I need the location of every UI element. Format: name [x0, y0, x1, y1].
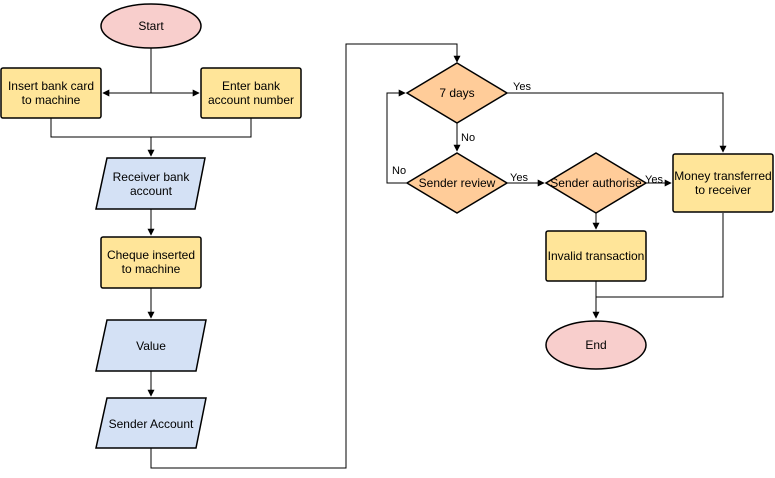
sender-account-io-shape: [95, 397, 207, 449]
end-terminal-shape: [545, 320, 647, 370]
cheque-label-line-2: to machine: [122, 262, 181, 276]
money-transferred-label-line-2: to receiver: [695, 183, 751, 197]
end-label: End: [585, 338, 606, 352]
seven-days-label: 7 days: [439, 86, 474, 100]
edge-insert-card-merge: [50, 118, 252, 138]
nodes: Start Insert bank card to machine Enter …: [0, 3, 774, 449]
cheque-process-shape: [100, 236, 202, 289]
enter-account-label-line-1: Enter bank: [222, 79, 281, 93]
invalid-transaction-process-shape: [545, 230, 647, 282]
edge-label-authorise-yes: Yes: [645, 174, 663, 186]
start-label: Start: [138, 19, 164, 33]
seven-days-node: 7 days: [405, 62, 509, 124]
invalid-transaction-label: Invalid transaction: [548, 249, 645, 263]
receiver-account-io-shape: [95, 157, 206, 210]
end-node: End: [545, 320, 647, 370]
invalid-transaction-node: Invalid transaction: [545, 230, 647, 282]
edge-labels: Yes No No Yes Yes: [392, 81, 663, 186]
sender-review-node: Sender review: [405, 152, 509, 214]
enter-account-label-line-2: account number: [208, 93, 294, 107]
start-terminal-shape: [100, 3, 202, 49]
value-label: Value: [136, 339, 166, 353]
start-node: Start: [100, 3, 202, 49]
insert-card-label-line-2: to machine: [22, 93, 81, 107]
edge-7-days-yes: [507, 92, 727, 153]
receiver-account-node: Receiver bank account: [95, 157, 206, 210]
sender-authorise-decision-shape: [544, 152, 648, 214]
cheque-node: Cheque inserted to machine: [100, 236, 202, 289]
edge-review-no-loop: [386, 89, 407, 184]
edge-sender-account-to-7-days: [150, 43, 461, 469]
enter-account-process-shape: [200, 67, 302, 119]
value-io-shape: [95, 319, 207, 372]
cheque-label-line-1: Cheque inserted: [107, 248, 195, 262]
seven-days-decision-shape: [405, 62, 509, 124]
receiver-account-label-line-2: account: [130, 184, 173, 198]
insert-card-label-line-1: Insert bank card: [8, 79, 94, 93]
edge-label-review-no: No: [392, 165, 406, 177]
money-transferred-node: Money transferred to receiver: [672, 153, 774, 213]
enter-account-node: Enter bank account number: [200, 67, 302, 119]
sender-account-label: Sender Account: [109, 417, 194, 431]
value-node: Value: [95, 319, 207, 372]
insert-card-process-shape: [0, 67, 102, 119]
edge-label-review-yes: Yes: [510, 172, 528, 184]
sender-authorise-label: Sender authorise: [550, 176, 642, 190]
sender-account-node: Sender Account: [95, 397, 207, 449]
money-transferred-label-line-1: Money transferred: [674, 169, 771, 183]
sender-review-label: Sender review: [419, 176, 496, 190]
edge-label-7-days-no: No: [461, 132, 475, 144]
edge-money-to-end: [596, 213, 724, 298]
sender-authorise-node: Sender authorise: [544, 152, 648, 214]
edge-label-7-days-yes: Yes: [513, 81, 531, 93]
insert-card-node: Insert bank card to machine: [0, 67, 102, 119]
money-transferred-process-shape: [672, 153, 774, 213]
sender-review-decision-shape: [405, 152, 509, 214]
edges: [50, 43, 727, 469]
receiver-account-label-line-1: Receiver bank: [113, 170, 191, 184]
